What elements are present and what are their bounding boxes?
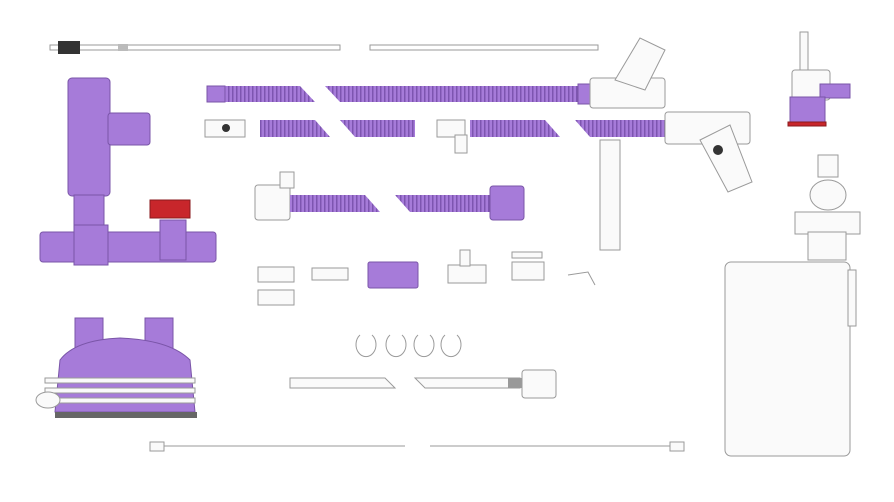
collection-jar (724, 154, 861, 457)
t-valve-assembly (39, 77, 217, 266)
humidifier-chamber (35, 317, 197, 418)
corrugated-tube-inspiratory (206, 37, 666, 109)
thin-sample-line-top (49, 41, 599, 54)
tube-clips (355, 334, 462, 358)
valve-device-small (787, 31, 851, 127)
suction-tubes (289, 369, 557, 399)
corrugated-tube-expiratory (204, 111, 753, 251)
corrugated-tube-short (254, 171, 525, 221)
red-cap-icon (149, 199, 191, 219)
connector-set (257, 249, 596, 306)
thin-sample-line-bottom (149, 441, 685, 452)
